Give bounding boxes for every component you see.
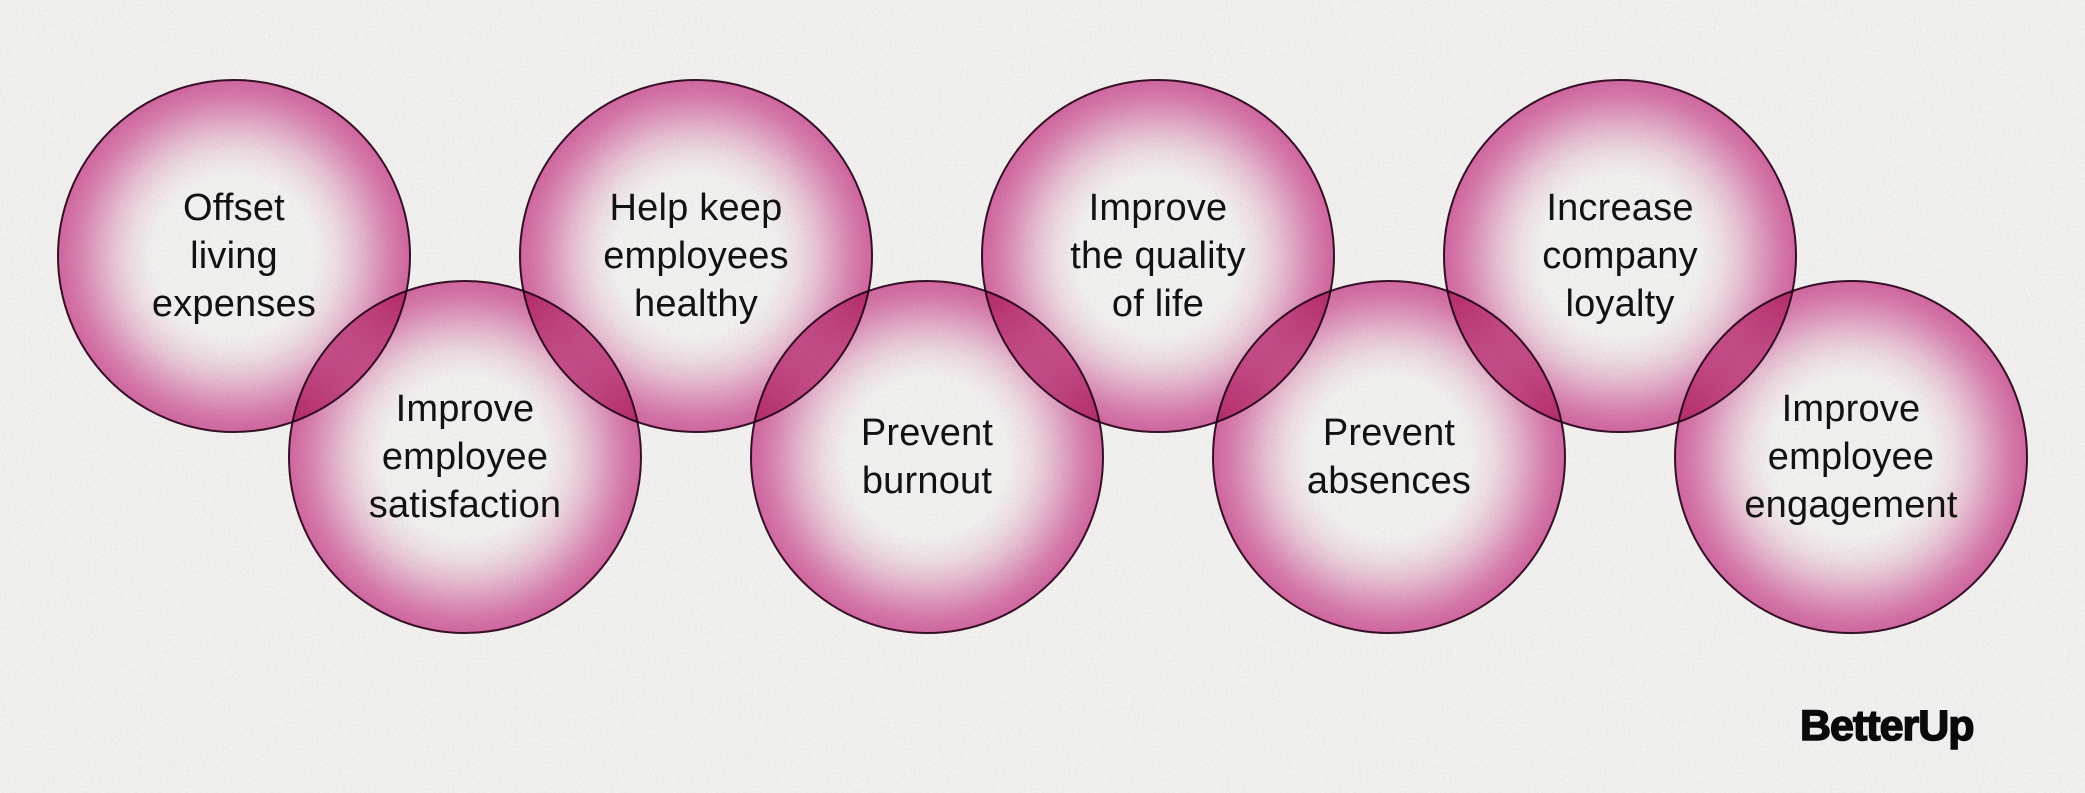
benefit-label: Prevent absences [1306, 412, 1472, 502]
benefit-label: Increase company loyalty [1542, 187, 1698, 325]
benefit-label: Prevent burnout [860, 412, 994, 502]
benefit-label: Offset living expenses [151, 187, 317, 325]
betterup-logo: BetterUp [1799, 701, 1975, 751]
benefit-label: Improve the quality of life [1070, 187, 1246, 325]
benefit-label: Improve employee satisfaction [368, 388, 562, 526]
benefit-label: Help keep employees healthy [603, 187, 789, 325]
benefit-label: Improve employee engagement [1744, 388, 1958, 526]
circle-improve-employee-engagement: Improve employee engagement [1674, 280, 2028, 634]
